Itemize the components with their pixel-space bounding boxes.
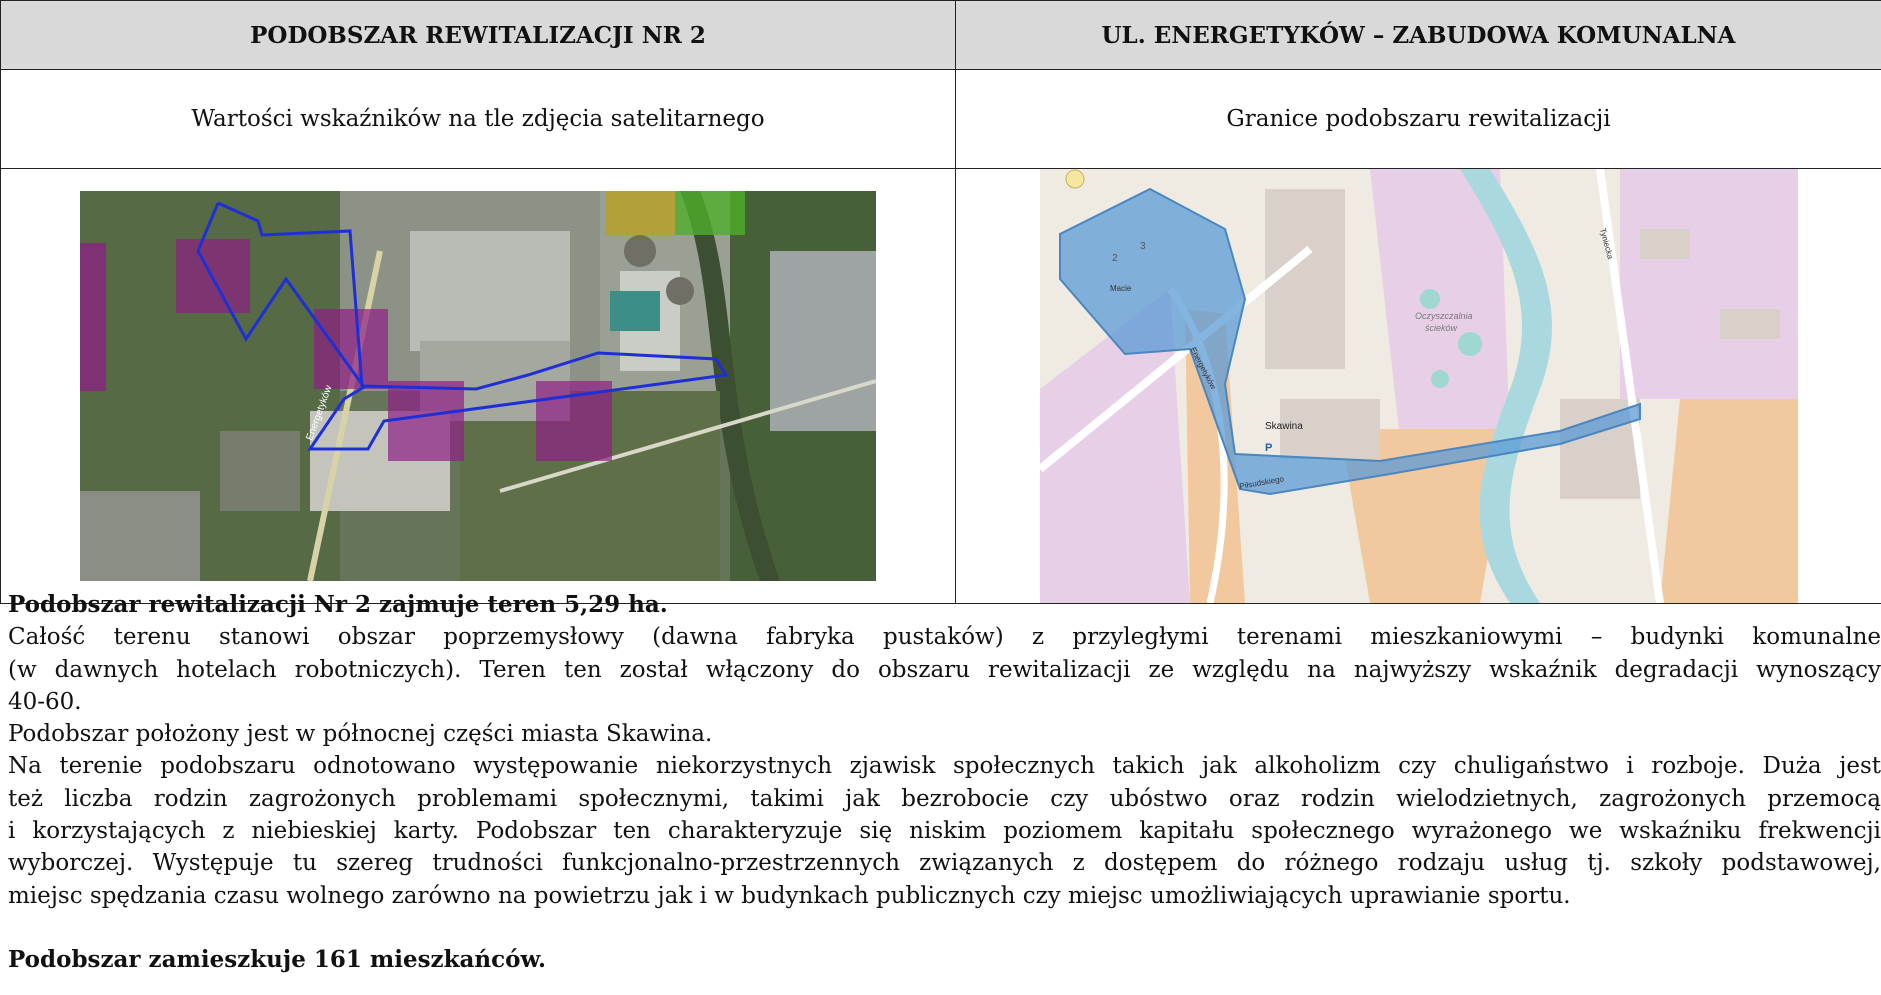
- map-image: 3 2 Macie Skawina Oczyszczalnia ścieków …: [1039, 169, 1798, 603]
- map-cell: 3 2 Macie Skawina Oczyszczalnia ścieków …: [955, 168, 1881, 604]
- indicator-square: [675, 191, 745, 235]
- para1-line2: (w dawnych hotelach robotniczych). Teren…: [8, 656, 1881, 683]
- para3-line4: wyborczej. Występuje tu szereg trudności…: [8, 850, 1881, 877]
- map-parking: P: [1265, 442, 1272, 454]
- para3-line5: miejsc spędzania czasu wolnego zarówno n…: [8, 882, 1571, 909]
- map-svg: 3 2 Macie Skawina Oczyszczalnia ścieków …: [1039, 169, 1798, 603]
- indicator-square: [314, 309, 388, 389]
- rev-boundary: [1058, 187, 1641, 496]
- satellite-cell: Energetyków: [0, 168, 956, 604]
- indicator-square: [605, 191, 675, 235]
- para3-line1: Na terenie podobszaru odnotowano występo…: [8, 753, 1881, 780]
- para3-line2: też liczba rodzin zagrożonych problemami…: [8, 785, 1881, 812]
- left-header: PODOBSZAR REWITALIZACJI NR 2: [0, 0, 956, 70]
- satellite-image: Energetyków: [80, 191, 876, 581]
- indicator-square: [388, 381, 464, 461]
- rev-boundary: [196, 201, 729, 451]
- para1-line3: 40-60.: [8, 688, 82, 715]
- para2: Podobszar położony jest w północnej częś…: [8, 721, 713, 748]
- map-area-name: Skawina: [1265, 421, 1303, 432]
- map-plant-1: Oczyszczalnia: [1415, 311, 1473, 321]
- info-table: PODOBSZAR REWITALIZACJI NR 2 UL. ENERGET…: [0, 0, 1881, 604]
- population: Podobszar zamieszkuje 161 mieszkańców.: [8, 945, 546, 973]
- map-plant-2: ścieków: [1425, 323, 1458, 333]
- area-heading: Podobszar rewitalizacji Nr 2 zajmuje ter…: [8, 591, 668, 618]
- map-num-2: 2: [1112, 253, 1118, 264]
- map-num-3: 3: [1140, 241, 1146, 252]
- right-caption: Granice podobszaru rewitalizacji: [955, 69, 1881, 169]
- map-poi: Macie: [1110, 284, 1132, 293]
- para3-line3: i korzystających z niebieskiej karty. Po…: [8, 818, 1881, 845]
- para1-line1: Całość terenu stanowi obszar poprzemysło…: [8, 624, 1881, 651]
- description: Podobszar rewitalizacji Nr 2 zajmuje ter…: [0, 589, 1881, 995]
- spacer: [8, 912, 1881, 944]
- satellite-svg: Energetyków: [80, 191, 876, 581]
- right-header: UL. ENERGETYKÓW – ZABUDOWA KOMUNALNA: [955, 0, 1881, 70]
- indicator-square: [80, 243, 106, 391]
- left-caption: Wartości wskaźników na tle zdjęcia satel…: [0, 69, 956, 169]
